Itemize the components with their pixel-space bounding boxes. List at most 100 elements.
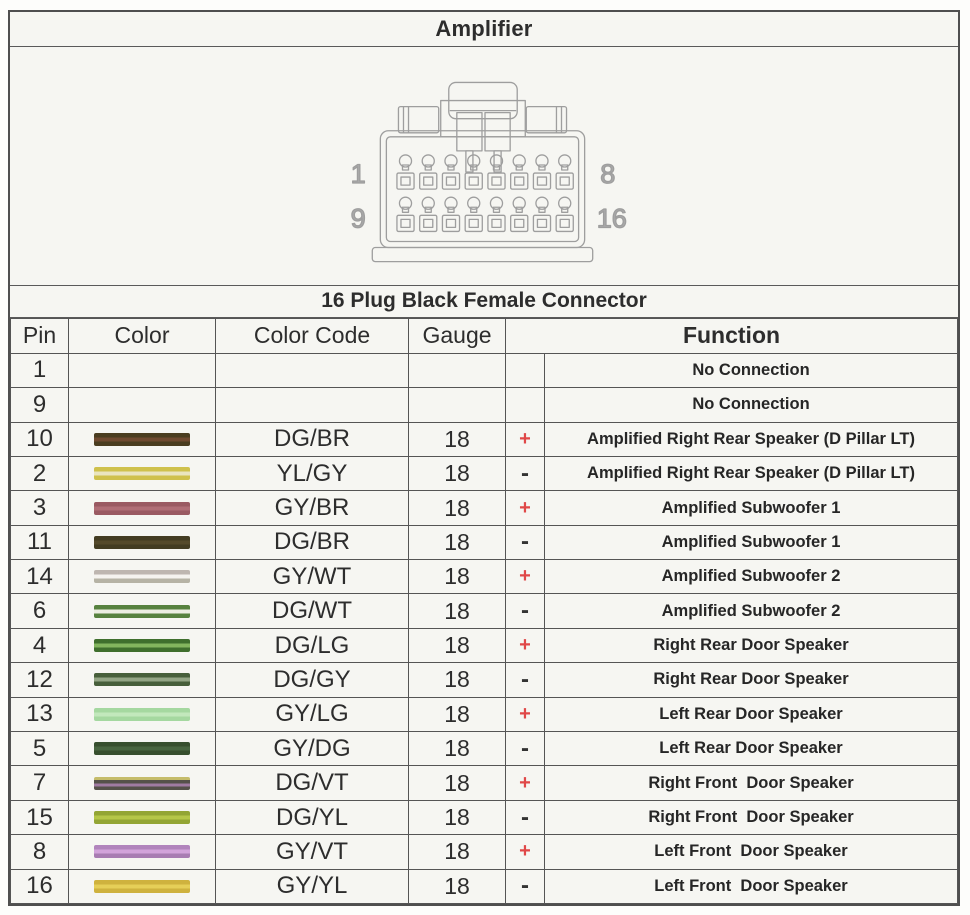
wire-swatch: [94, 707, 190, 721]
wire-color-cell: [68, 627, 216, 664]
color-code-cell: DG/LG: [215, 627, 409, 664]
polarity-cell: -: [505, 524, 545, 561]
color-code-cell: GY/YL: [215, 868, 409, 905]
color-code-cell: DG/GY: [215, 662, 409, 698]
wire-color-cell: [68, 834, 216, 870]
pin-number-cell: 3: [10, 490, 69, 526]
wire-color-cell: [68, 662, 216, 698]
wire-color-cell: [68, 799, 216, 836]
color-code-cell: GY/BR: [215, 490, 409, 526]
function-cell: Amplified Subwoofer 2: [544, 593, 958, 629]
gauge-cell: 18: [408, 696, 506, 733]
wire-color-cell: [68, 868, 216, 905]
wire-color-cell: [68, 421, 216, 457]
connector-pin: [396, 172, 415, 190]
wiring-chart: Amplifier: [8, 10, 960, 906]
gauge-cell: [408, 352, 506, 389]
wire-color-cell: [68, 696, 216, 733]
polarity-cell: +: [505, 834, 545, 870]
function-cell: Amplified Right Rear Speaker (D Pillar L…: [544, 455, 958, 492]
gauge-cell: 18: [408, 799, 506, 836]
pin-label-bottom-left: 9: [351, 202, 366, 233]
connector-pin: [419, 172, 438, 190]
pin-number-cell: 8: [10, 834, 69, 870]
connector-pin: [555, 214, 574, 232]
gauge-cell: 18: [408, 834, 506, 870]
pin-label-top-right: 8: [600, 158, 615, 189]
gauge-cell: 18: [408, 765, 506, 801]
connector-pin: [555, 172, 574, 190]
wire-swatch: [94, 742, 190, 756]
pin-number-cell: 16: [10, 868, 69, 905]
function-cell: Amplified Subwoofer 1: [544, 490, 958, 526]
header-row: Pin Color Color Code Gauge Function: [10, 317, 958, 354]
wire-swatch: [94, 570, 190, 584]
header-gauge: Gauge: [408, 317, 506, 354]
header-color-code: Color Code: [215, 317, 409, 354]
gauge-cell: 18: [408, 524, 506, 561]
polarity-cell: +: [505, 559, 545, 595]
color-code-cell: GY/WT: [215, 559, 409, 595]
header-color: Color: [68, 317, 216, 354]
connector-diagram: 1 8 9 16: [350, 81, 628, 263]
pin-number-cell: 4: [10, 627, 69, 664]
wire-color-cell: [68, 490, 216, 526]
pin-number-cell: 14: [10, 559, 69, 595]
function-cell: Right Front Door Speaker: [544, 765, 958, 801]
polarity-cell: [505, 387, 545, 423]
function-cell: Left Rear Door Speaker: [544, 731, 958, 767]
wire-swatch: [94, 639, 190, 653]
connector-base: [371, 246, 594, 263]
gauge-cell: 18: [408, 593, 506, 629]
connector-diagram-area: 1 8 9 16: [10, 47, 958, 285]
wire-swatch: [94, 845, 190, 859]
connector-pin: [441, 172, 461, 190]
wire-color-cell: [68, 593, 216, 629]
color-code-cell: DG/BR: [215, 421, 409, 457]
header-pin: Pin: [10, 317, 69, 354]
function-cell: Amplified Right Rear Speaker (D Pillar L…: [544, 421, 958, 457]
function-cell: Left Front Door Speaker: [544, 868, 958, 905]
gauge-cell: [408, 387, 506, 423]
pin-number-cell: 6: [10, 593, 69, 629]
pin-label-top-left: 1: [351, 158, 366, 189]
gauge-cell: 18: [408, 421, 506, 457]
connector-pin: [487, 214, 506, 232]
pin-label-bottom-right: 16: [597, 202, 627, 233]
wire-swatch: [94, 776, 190, 790]
polarity-cell: -: [505, 799, 545, 836]
color-code-cell: GY/DG: [215, 731, 409, 767]
function-cell: Right Front Door Speaker: [544, 799, 958, 836]
polarity-cell: -: [505, 868, 545, 905]
wire-swatch: [94, 879, 190, 893]
pin-number-cell: 9: [10, 387, 69, 423]
wire-swatch: [94, 467, 190, 481]
gauge-cell: 18: [408, 490, 506, 526]
polarity-cell: +: [505, 490, 545, 526]
connector-pin: [487, 172, 506, 190]
pin-number-cell: 2: [10, 455, 69, 492]
function-cell: Right Rear Door Speaker: [544, 662, 958, 698]
pin-number-cell: 15: [10, 799, 69, 836]
polarity-cell: -: [505, 593, 545, 629]
connector-pin: [532, 172, 552, 190]
pin-number-cell: 12: [10, 662, 69, 698]
wire-swatch: [94, 432, 190, 446]
connector-pin: [464, 172, 483, 190]
color-code-cell: GY/VT: [215, 834, 409, 870]
color-code-cell: [215, 352, 409, 389]
pin-number-cell: 10: [10, 421, 69, 457]
wire-swatch: [94, 535, 190, 549]
polarity-cell: +: [505, 627, 545, 664]
